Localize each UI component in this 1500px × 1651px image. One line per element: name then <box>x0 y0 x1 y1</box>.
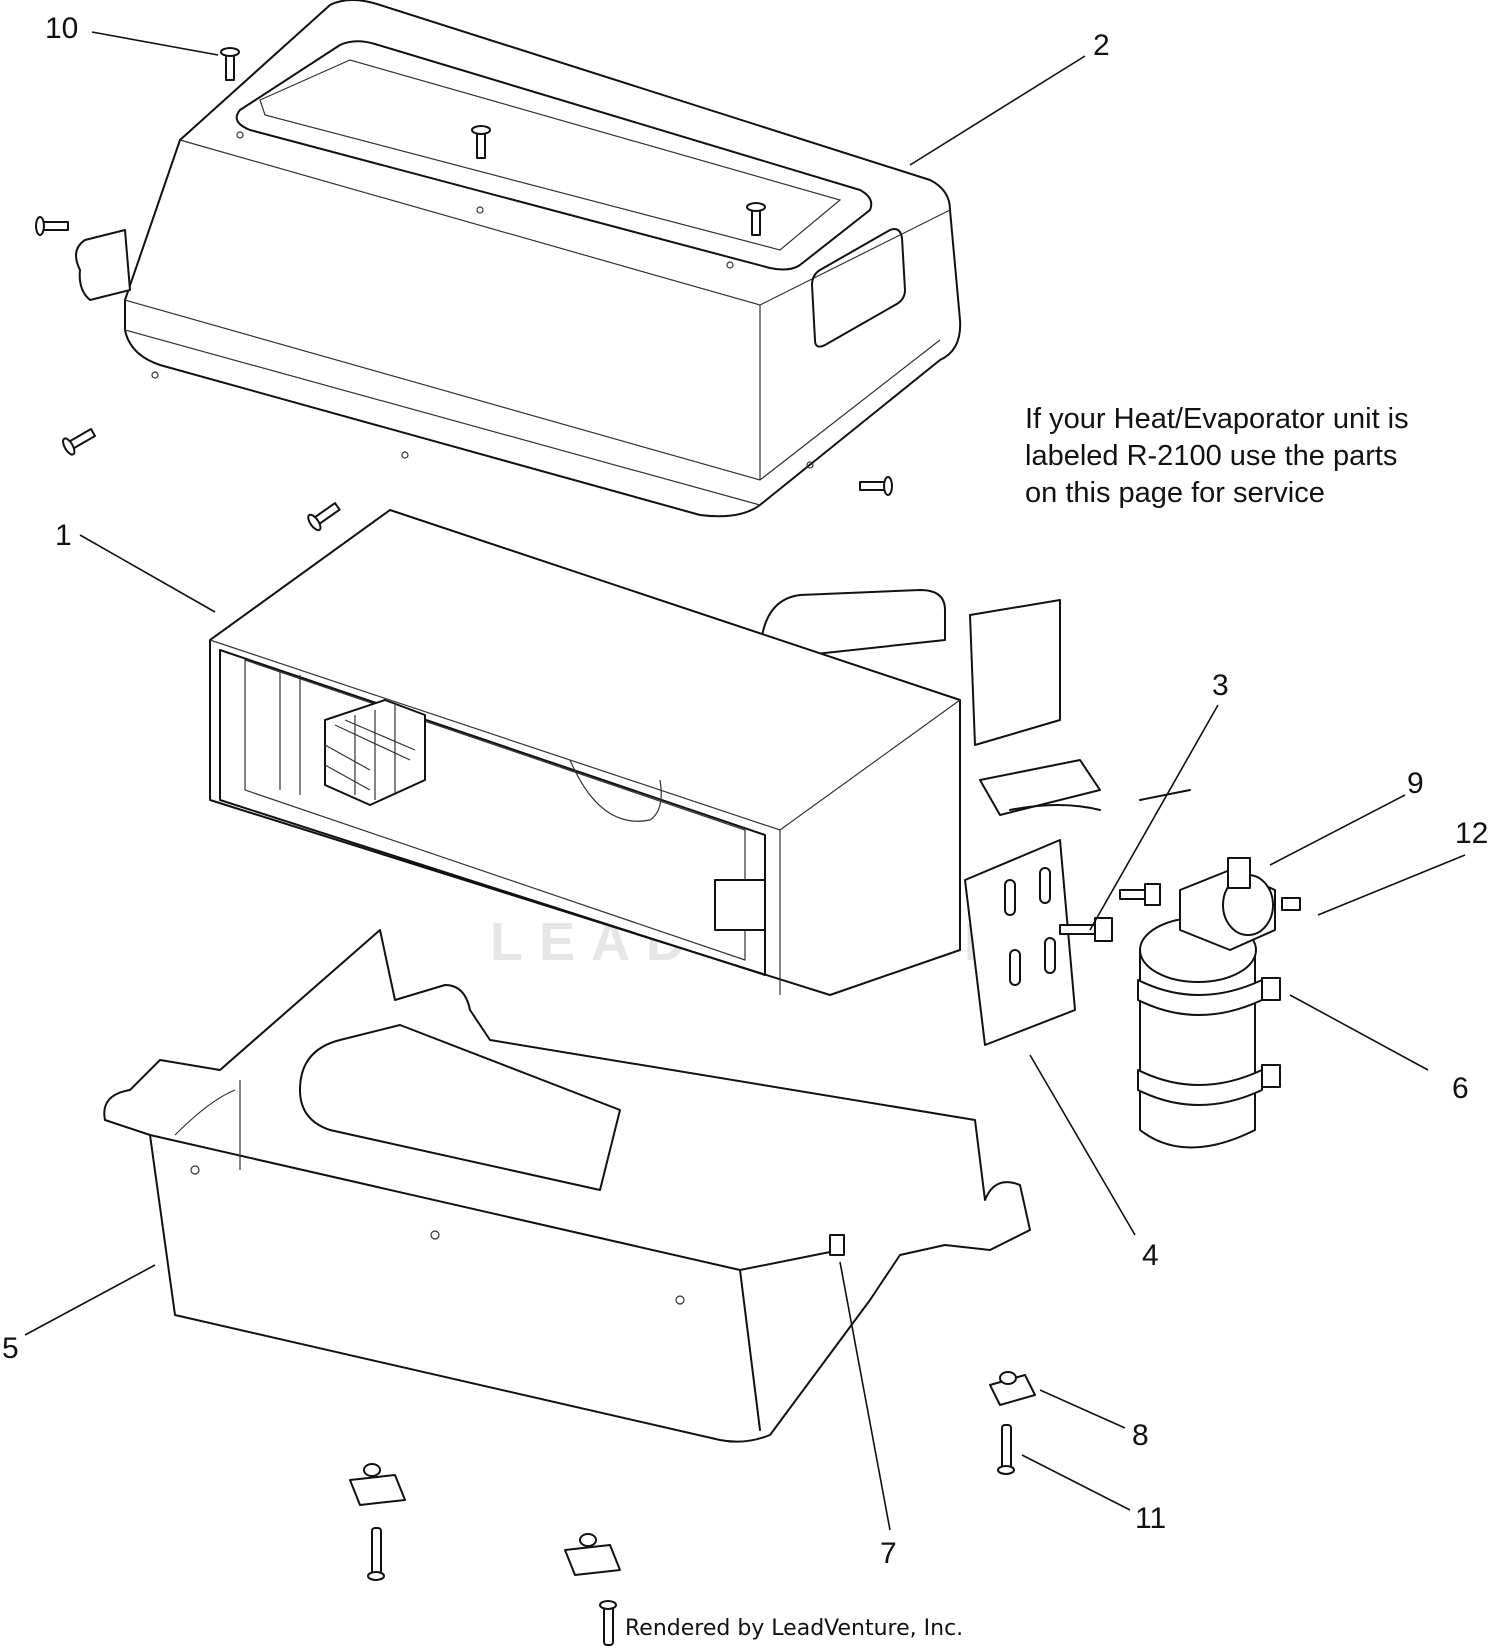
screw-icon <box>220 47 240 81</box>
callout-5: 5 <box>2 1332 19 1365</box>
callout-3: 3 <box>1212 669 1229 702</box>
part-2-top-cover <box>75 0 962 518</box>
filter-grid-icon <box>324 699 426 806</box>
parts-11-pins <box>367 1424 1015 1646</box>
callout-12: 12 <box>1455 817 1488 850</box>
callout-4: 4 <box>1142 1239 1159 1272</box>
part-12-connector <box>1281 897 1301 911</box>
note-line-3: on this page for service <box>1025 477 1325 509</box>
callout-6: 6 <box>1452 1072 1469 1105</box>
leader-lines <box>24 31 1466 1531</box>
bolt-icon <box>1119 883 1161 906</box>
part-4-mounting-bracket <box>964 839 1076 1046</box>
clip-nut-icon <box>349 1463 406 1506</box>
part-3-bolts <box>1059 883 1161 942</box>
note-line-2: labeled R-2100 use the parts <box>1025 440 1397 472</box>
callout-1: 1 <box>55 519 72 552</box>
pin-icon <box>997 1424 1015 1475</box>
part-5-drain-pan <box>103 929 1031 1443</box>
parts-8-clip-nuts <box>349 1371 1036 1576</box>
pin-icon <box>367 1527 385 1581</box>
screw-icon <box>859 476 893 496</box>
part-7-clip <box>829 1234 845 1256</box>
callout-2: 2 <box>1093 29 1110 62</box>
clip-nut-icon <box>989 1371 1036 1406</box>
service-note: If your Heat/Evaporator unit is labeled … <box>1025 403 1409 509</box>
callout-7: 7 <box>880 1537 897 1570</box>
bolt-icon <box>1059 917 1113 942</box>
screw-icon <box>307 502 341 532</box>
screw-icon <box>471 125 491 159</box>
callout-8: 8 <box>1132 1419 1149 1452</box>
screw-icon <box>62 428 96 456</box>
part-1-evaporator-housing <box>209 509 1191 996</box>
pin-icon <box>599 1600 617 1646</box>
part-6-receiver-drier <box>1137 917 1281 1149</box>
screw-icon <box>746 202 766 236</box>
callout-10: 10 <box>45 12 78 45</box>
footer-credit: Rendered by LeadVenture, Inc. <box>625 1616 963 1641</box>
part-9-pressure-switch <box>1179 857 1276 951</box>
callout-numbers: 10 2 1 3 9 12 6 4 5 7 8 11 <box>2 12 1488 1570</box>
screw-icon <box>35 216 69 236</box>
callout-11: 11 <box>1135 1502 1166 1535</box>
note-line-1: If your Heat/Evaporator unit is <box>1025 403 1409 435</box>
callout-9: 9 <box>1407 767 1424 800</box>
clip-nut-icon <box>564 1533 621 1576</box>
